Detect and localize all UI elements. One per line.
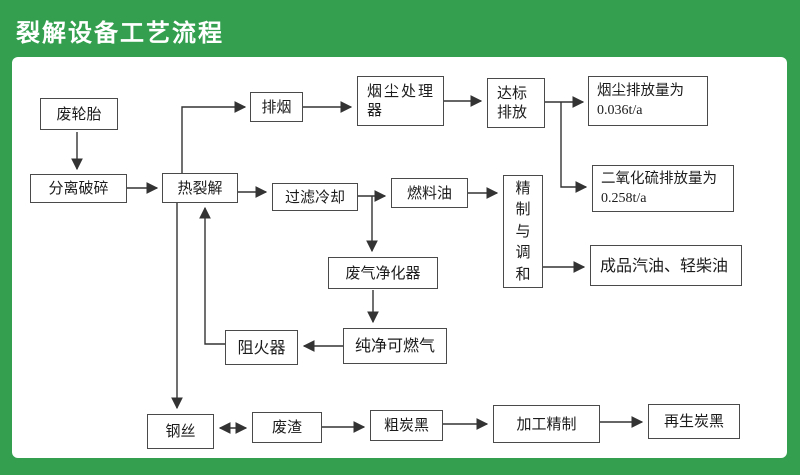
node-fuel-oil-label: 燃料油 [406,183,452,202]
node-filter-cooling: 过滤冷却 [272,183,358,211]
node-waste-tire: 废轮胎 [40,98,118,130]
node-standard-discharge: 达标排放 [487,78,545,128]
node-dust-processor-label: 烟尘处理器 [367,82,436,119]
page-title: 裂解设备工艺流程 [16,19,224,47]
node-pure-gas-label: 纯净可燃气 [354,336,435,355]
node-crude-carbon-black: 粗炭黑 [370,410,443,441]
node-finished-oil-label: 成品汽油、轻柴油 [600,255,729,275]
node-processing-refine-label: 加工精制 [516,414,577,433]
node-so2-emission: 二氧化硫排放量为 0.258t/a [592,165,734,212]
node-steel-wire: 钢丝 [147,414,214,449]
node-pure-gas: 纯净可燃气 [343,328,447,364]
node-pyrolysis-label: 热裂解 [177,178,223,197]
node-smoke-exhaust: 排烟 [250,92,303,122]
node-pyrolysis: 热裂解 [162,173,238,203]
node-dust-emission-value: 0.036t/a [597,103,643,119]
node-refine-blend-label: 精制与调和 [515,178,531,283]
node-dust-emission: 烟尘排放量为 0.036t/a [588,76,708,126]
node-flame-arrester-label: 阻火器 [237,337,286,357]
node-dust-processor: 烟尘处理器 [357,76,444,126]
node-dust-emission-label: 烟尘排放量为 [597,83,684,100]
node-separate-crush: 分离破碎 [30,174,127,203]
node-waste-tire-label: 废轮胎 [56,104,102,123]
node-gas-purifier-label: 废气净化器 [345,263,421,282]
node-gas-purifier: 废气净化器 [328,257,438,289]
node-waste-residue-label: 废渣 [271,418,302,437]
node-crude-carbon-black-label: 粗炭黑 [383,416,429,435]
node-separate-crush-label: 分离破碎 [48,179,109,198]
node-steel-wire-label: 钢丝 [165,422,196,441]
node-so2-emission-value: 0.258t/a [601,190,647,206]
node-flame-arrester: 阻火器 [225,330,298,365]
node-filter-cooling-label: 过滤冷却 [284,187,345,206]
node-regenerated-carbon-black: 再生炭黑 [648,404,740,439]
node-so2-emission-label: 二氧化硫排放量为 [601,170,717,187]
node-fuel-oil: 燃料油 [391,178,468,208]
node-standard-discharge-label: 达标排放 [497,84,528,121]
node-smoke-exhaust-label: 排烟 [261,97,292,116]
node-waste-residue: 废渣 [252,412,322,443]
node-refine-blend: 精制与调和 [503,175,543,288]
node-regenerated-carbon-black-label: 再生炭黑 [663,412,724,431]
node-finished-oil: 成品汽油、轻柴油 [590,245,742,286]
node-processing-refine: 加工精制 [493,405,600,443]
